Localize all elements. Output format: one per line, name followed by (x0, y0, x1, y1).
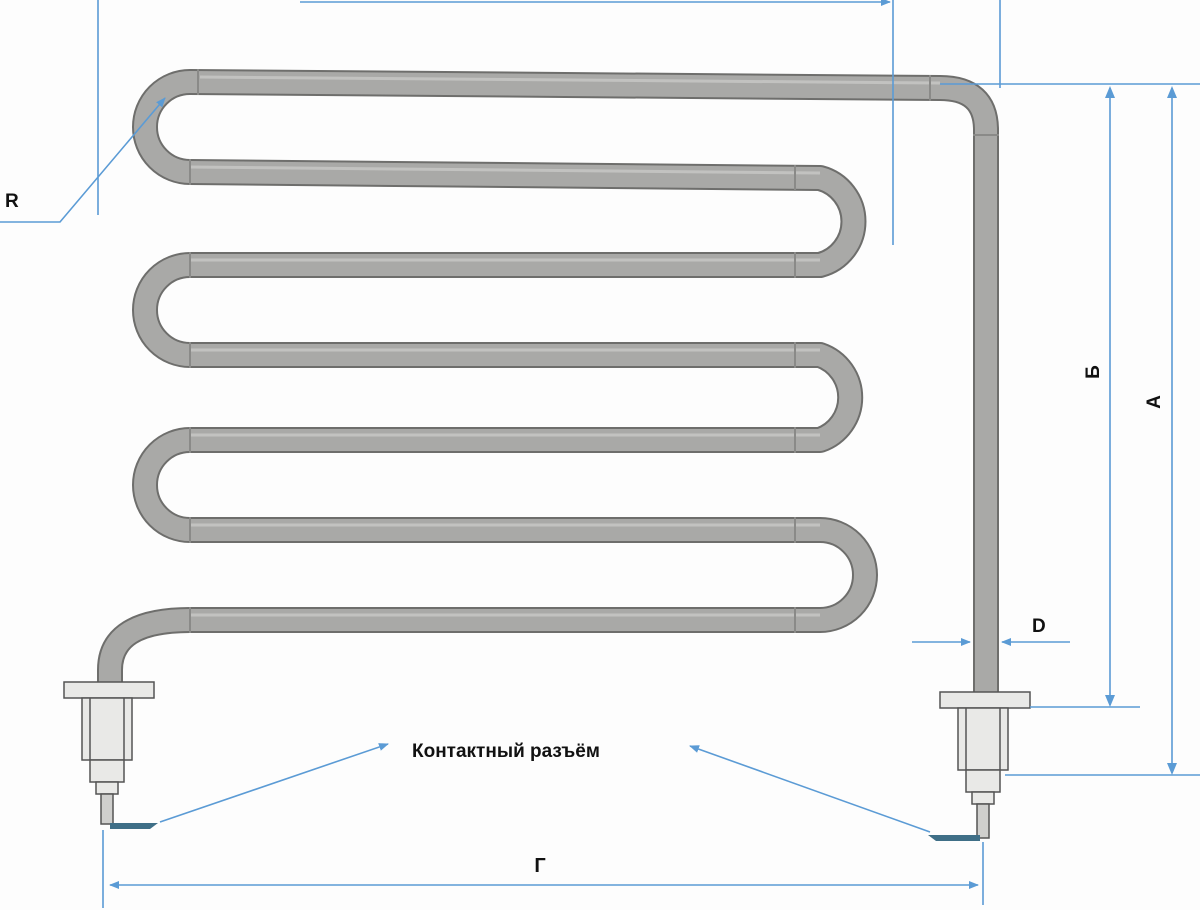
right-terminal (939, 691, 1031, 839)
tube-seams (189, 69, 999, 633)
connector-label: Контактный разъём (412, 741, 600, 762)
right-connector-pin (928, 835, 980, 841)
left-connector-pin (110, 823, 158, 829)
left-terminal (63, 681, 155, 825)
dimension-a-label: А (1144, 395, 1165, 409)
radius-label: R (5, 191, 19, 212)
heating-tube (97, 69, 999, 695)
dimension-b-label: Б (1083, 365, 1104, 379)
dimension-g-label: Г (534, 855, 545, 877)
tube-body (99, 71, 997, 695)
tube-highlight (189, 75, 941, 617)
diameter-label: D (1032, 616, 1046, 637)
